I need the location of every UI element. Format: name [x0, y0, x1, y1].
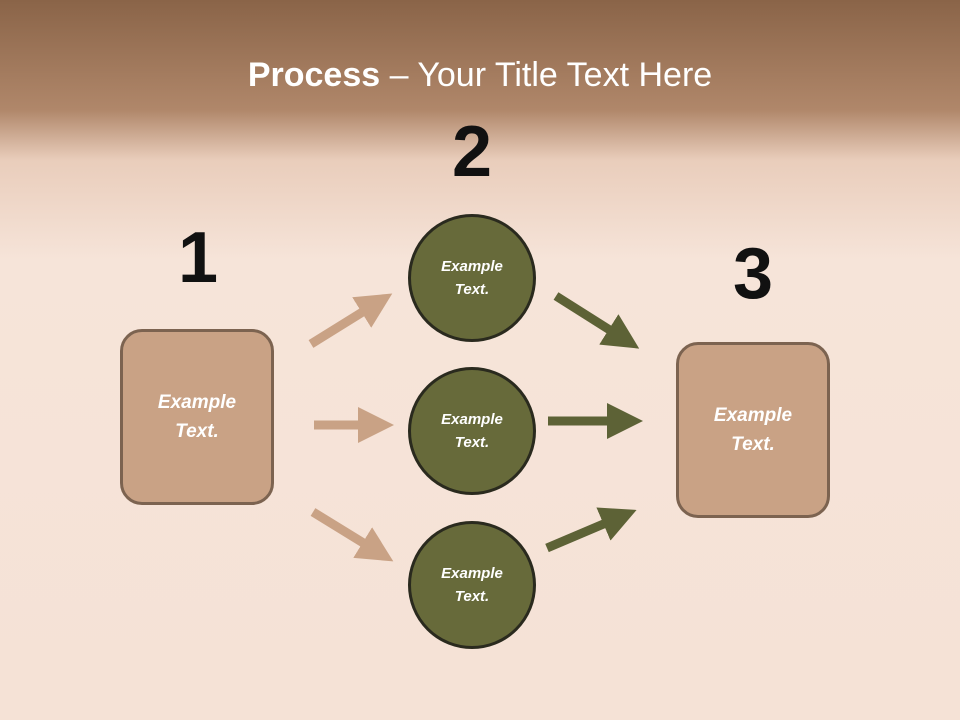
arrow-bottom-to-right — [545, 507, 637, 553]
left-box-line2: Text. — [175, 421, 219, 442]
arrow-left-to-top — [308, 293, 393, 348]
slide-title: Process – Your Title Text Here — [0, 54, 960, 96]
circle-bottom-line2: Text. — [454, 588, 490, 605]
step-number-1: 1 — [177, 218, 219, 298]
circle-top-line1: Example — [441, 258, 503, 275]
circle-top: Example Text. — [408, 214, 536, 342]
left-process-box: Example Text. — [120, 329, 274, 505]
circle-top-line2: Text. — [454, 281, 490, 298]
circle-middle: Example Text. — [408, 367, 536, 495]
step-number-2: 2 — [451, 112, 493, 192]
circle-middle-line2: Text. — [454, 434, 490, 451]
left-box-line1: Example — [157, 392, 237, 413]
right-box-line2: Text. — [731, 434, 775, 455]
step-number-3: 3 — [732, 234, 774, 314]
right-box-line1: Example — [713, 405, 793, 426]
arrow-top-to-right — [553, 292, 640, 349]
arrow-left-to-bottom — [310, 508, 394, 562]
circle-bottom: Example Text. — [408, 521, 536, 649]
title-rest: – Your Title Text Here — [380, 56, 713, 94]
circle-middle-line1: Example — [441, 411, 503, 428]
right-process-box: Example Text. — [676, 342, 830, 518]
circle-bottom-line1: Example — [441, 565, 503, 582]
title-bold: Process — [247, 56, 381, 94]
